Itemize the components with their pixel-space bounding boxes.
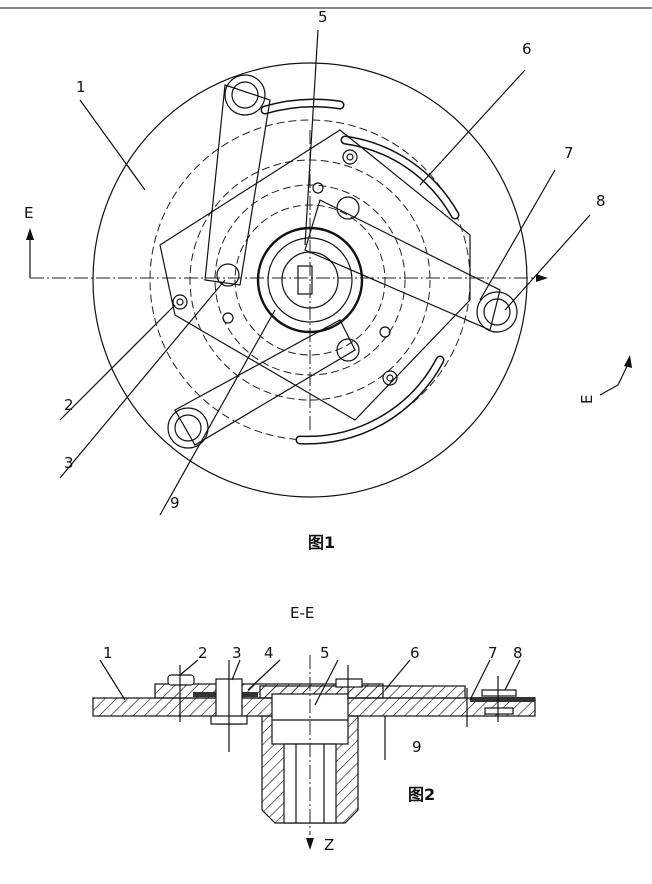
label-5: 5 xyxy=(318,8,328,26)
fig2-label-4: 4 xyxy=(264,644,274,662)
figure-2 xyxy=(92,655,536,850)
label-2: 2 xyxy=(64,396,74,414)
fig2-label-7: 7 xyxy=(488,644,498,662)
figure-1 xyxy=(26,29,632,516)
fig2-label-8: 8 xyxy=(513,644,523,662)
fig2-label-2: 2 xyxy=(198,644,208,662)
label-3: 3 xyxy=(64,454,74,472)
label-6: 6 xyxy=(522,40,532,58)
label-9: 9 xyxy=(170,494,180,512)
axis-label-z: Z xyxy=(324,836,334,854)
section-marker-e-rotated: E xyxy=(578,395,596,404)
figure-1-caption: 图1 xyxy=(308,533,335,552)
fig2-label-9: 9 xyxy=(412,738,422,756)
arm-upper xyxy=(204,84,271,286)
label-8: 8 xyxy=(596,192,606,210)
label-7: 7 xyxy=(564,144,574,162)
plate-6 xyxy=(159,129,471,421)
label-1: 1 xyxy=(76,78,86,96)
outer-disc xyxy=(92,62,528,498)
section-title: E-E xyxy=(290,604,314,622)
fig2-label-5: 5 xyxy=(320,644,330,662)
fig2-label-1: 1 xyxy=(103,644,113,662)
figure-2-caption: 图2 xyxy=(408,785,435,804)
fig2-label-6: 6 xyxy=(410,644,420,662)
section-marker-e: E xyxy=(24,204,33,222)
fig2-label-3: 3 xyxy=(232,644,242,662)
